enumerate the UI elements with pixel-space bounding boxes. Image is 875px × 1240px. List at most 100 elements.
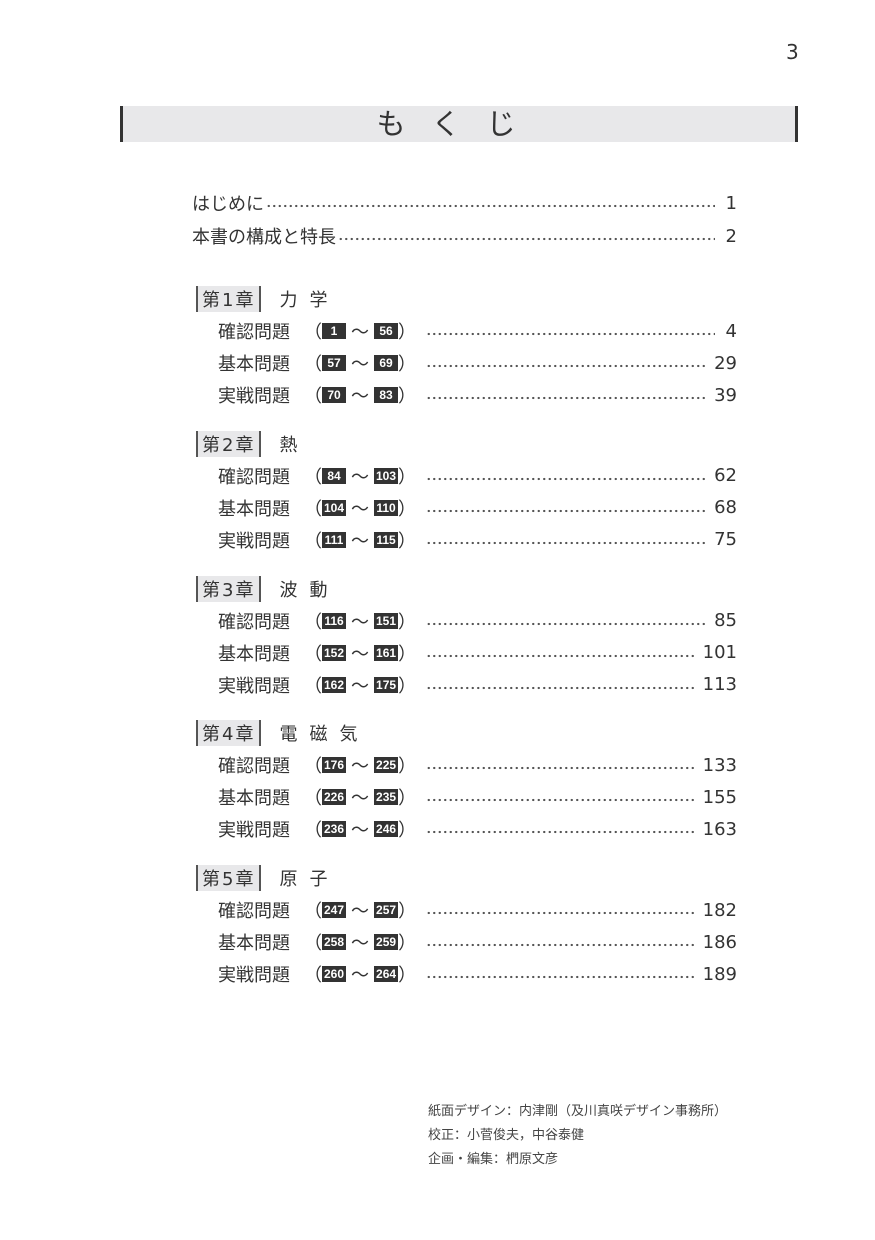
- paren-close: ）: [398, 322, 416, 343]
- tilde: 〜: [351, 756, 370, 778]
- tilde: 〜: [351, 354, 369, 375]
- leader-dots: [426, 766, 695, 771]
- entry-label: 本書の構成と特長: [192, 227, 336, 248]
- entry-page: 29: [714, 352, 737, 374]
- range-start-badge: 116: [322, 612, 346, 629]
- paren-open: （: [304, 675, 322, 697]
- credit-line: 紙面デザイン：内津剛（及川真咲デザイン事務所）: [428, 1104, 728, 1119]
- problem-type: 実戦問題: [218, 965, 290, 987]
- toc-entry[interactable]: 確認問題 （ 84 〜 103 ） 62: [218, 462, 737, 490]
- paren-open: （: [304, 756, 322, 778]
- toc-entry[interactable]: 確認問題 （ 176 〜 225 ） 133: [218, 751, 737, 779]
- paren-close: ）: [398, 756, 417, 778]
- toc-entry[interactable]: 基本問題 （ 258 〜 259 ） 186: [218, 928, 737, 956]
- page-number: 3: [786, 40, 799, 64]
- entry-page: 68: [714, 497, 737, 519]
- problem-type: 実戦問題: [218, 675, 290, 697]
- paren-close: ）: [398, 965, 417, 987]
- range-start-badge: 57: [322, 355, 346, 371]
- range-end-badge: 115: [374, 531, 398, 548]
- range-end-badge: 110: [374, 499, 399, 516]
- paren-open: （: [304, 788, 322, 810]
- problem-type: 実戦問題: [218, 386, 290, 407]
- leader-dots: [426, 943, 695, 948]
- paren-close: ）: [398, 643, 417, 665]
- leader-dots: [426, 396, 707, 400]
- leader-dots: [426, 911, 695, 916]
- tilde: 〜: [351, 643, 370, 665]
- tilde: 〜: [351, 530, 369, 552]
- credit-line: 企画・編集：椚原文彦: [428, 1152, 559, 1167]
- toc-entry[interactable]: 実戦問題 （ 111 〜 115 ） 75: [218, 526, 737, 554]
- range-end-badge: 103: [374, 467, 399, 484]
- toc-entry[interactable]: 確認問題 （ 116 〜 151 ） 85: [218, 607, 737, 635]
- problem-range: （ 57 〜 69 ）: [304, 350, 422, 376]
- paren-close: ）: [398, 901, 417, 923]
- toc-entry[interactable]: 基本問題 （ 57 〜 69 ） 29: [218, 349, 737, 377]
- chapter-name: 原子: [279, 869, 340, 891]
- toc-entry[interactable]: 確認問題 （ 247 〜 257 ） 182: [218, 896, 737, 924]
- paren-open: （: [304, 322, 322, 343]
- problem-range: （ 176 〜 225 ）: [304, 752, 422, 778]
- toc-entry[interactable]: 基本問題 （ 104 〜 110 ） 68: [218, 494, 737, 522]
- tilde: 〜: [351, 466, 369, 488]
- entry-page: 113: [702, 674, 737, 696]
- toc-entry[interactable]: 基本問題 （ 226 〜 235 ） 155: [218, 783, 737, 811]
- leader-dots: [426, 364, 707, 368]
- paren-open: （: [304, 466, 322, 488]
- range-end-badge: 264: [374, 966, 399, 983]
- entry-page: 2: [725, 225, 737, 247]
- toc-entry[interactable]: 実戦問題 （ 260 〜 264 ） 189: [218, 960, 737, 988]
- leader-dots: [426, 798, 695, 803]
- toc-entry[interactable]: はじめに 1: [192, 189, 737, 217]
- entry-page: 186: [702, 931, 737, 953]
- toc-entry[interactable]: 実戦問題 （ 162 〜 175 ） 113: [218, 671, 737, 699]
- paren-open: （: [304, 386, 322, 407]
- range-end-badge: 175: [374, 676, 399, 693]
- range-end-badge: 259: [374, 934, 399, 951]
- tilde: 〜: [351, 611, 369, 633]
- chapter-name: 波動: [279, 579, 340, 601]
- range-start-badge: 176: [322, 757, 347, 774]
- tilde: 〜: [351, 322, 369, 343]
- leader-dots: [426, 540, 707, 545]
- chapter-label: 第1章: [196, 286, 262, 312]
- toc-entry[interactable]: 基本問題 （ 152 〜 161 ） 101: [218, 639, 737, 667]
- tilde: 〜: [351, 788, 370, 810]
- problem-range: （ 236 〜 246 ）: [304, 816, 422, 842]
- toc-entry[interactable]: 実戦問題 （ 70 〜 83 ） 39: [218, 381, 737, 409]
- chapter-label: 第4章: [196, 720, 262, 747]
- problem-type: 基本問題: [218, 498, 290, 520]
- toc-entry[interactable]: 本書の構成と特長 2: [192, 222, 737, 250]
- tilde: 〜: [351, 820, 370, 842]
- paren-open: （: [304, 354, 322, 375]
- leader-dots: [426, 476, 707, 481]
- problem-type: 基本問題: [218, 788, 290, 810]
- problem-type: 確認問題: [218, 466, 290, 488]
- credits: 紙面デザイン：内津剛（及川真咲デザイン事務所） 校正：小菅俊夫，中谷泰健 企画・…: [428, 1100, 727, 1172]
- paren-open: （: [304, 933, 322, 955]
- entry-page: 182: [702, 899, 737, 921]
- problem-range: （ 111 〜 115 ）: [304, 527, 422, 553]
- problem-type: 基本問題: [218, 354, 290, 375]
- tilde: 〜: [351, 386, 369, 407]
- range-start-badge: 152: [322, 644, 347, 661]
- paren-close: ）: [398, 386, 416, 407]
- range-start-badge: 111: [322, 531, 346, 548]
- problem-type: 実戦問題: [218, 820, 290, 842]
- entry-page: 133: [702, 754, 737, 776]
- chapter-label: 第2章: [196, 430, 262, 457]
- toc-entry[interactable]: 実戦問題 （ 236 〜 246 ） 163: [218, 815, 737, 843]
- range-end-badge: 56: [374, 323, 398, 339]
- chapter-name: 力学: [279, 290, 340, 311]
- paren-close: ）: [398, 466, 417, 488]
- toc-entry[interactable]: 確認問題 （ 1 〜 56 ） 4: [218, 317, 737, 345]
- range-end-badge: 257: [374, 902, 399, 919]
- range-end-badge: 83: [374, 387, 398, 403]
- problem-range: （ 116 〜 151 ）: [304, 608, 422, 634]
- paren-open: （: [304, 643, 322, 665]
- entry-page: 101: [702, 642, 737, 664]
- problem-range: （ 70 〜 83 ）: [304, 382, 422, 408]
- leader-dots: [266, 204, 715, 208]
